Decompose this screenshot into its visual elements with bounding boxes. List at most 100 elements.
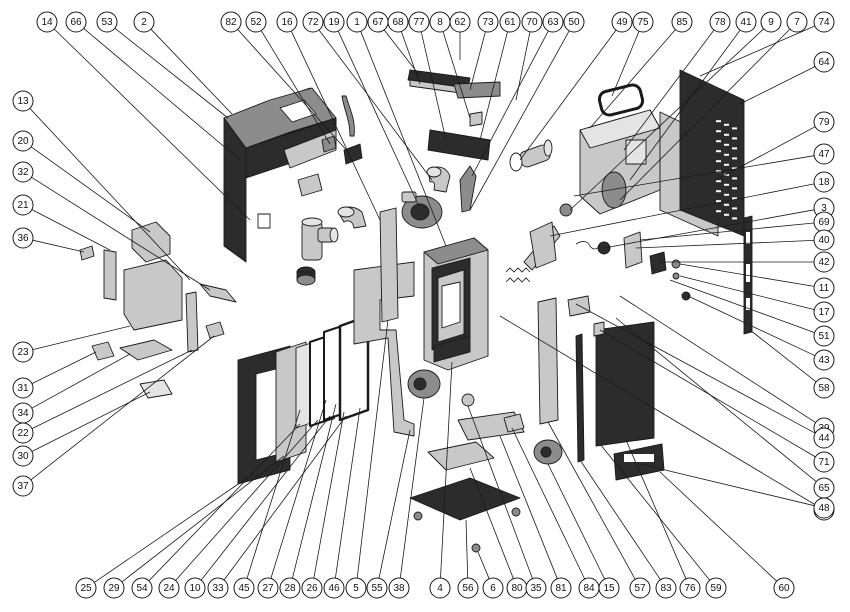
tray-34 <box>119 339 173 361</box>
leader-line-82 <box>237 29 351 155</box>
callout-24: 24 <box>158 577 180 599</box>
leader-line-27 <box>270 399 327 579</box>
callout-circle <box>301 577 323 599</box>
leader-line-43 <box>687 295 816 357</box>
callout-51: 51 <box>813 325 835 347</box>
part-35 <box>461 393 475 407</box>
callout-circle <box>709 11 731 33</box>
ignition-part <box>459 165 477 213</box>
leader-line-1 <box>360 31 447 247</box>
callout-circle <box>279 577 301 599</box>
leader-line-74 <box>699 25 815 77</box>
leader-line-21 <box>31 209 111 251</box>
callout-55: 55 <box>366 577 388 599</box>
perforation-slot <box>732 147 737 150</box>
callout-circle <box>813 11 835 33</box>
callout-circle <box>158 577 180 599</box>
leader-line-37 <box>30 335 215 481</box>
perforation-slot <box>724 203 729 206</box>
callout-37: 37 <box>12 475 34 497</box>
callout-44: 44 <box>813 427 835 449</box>
callout-45: 45 <box>233 577 255 599</box>
leader-line-58 <box>749 329 817 383</box>
leader-line-25 <box>94 475 251 583</box>
callout-56: 56 <box>457 577 479 599</box>
leader-line-64 <box>739 66 816 105</box>
callout-circle <box>655 577 677 599</box>
perforation-slot <box>716 170 721 173</box>
callout-number: 55 <box>371 583 383 594</box>
callout-circle <box>611 11 633 33</box>
callout-circle <box>103 577 125 599</box>
foot <box>413 511 423 521</box>
small-part-71 <box>593 321 605 337</box>
leader-line-57 <box>547 421 636 580</box>
callout-number: 62 <box>454 17 466 28</box>
callout-58: 58 <box>813 377 835 399</box>
leader-line-72 <box>318 29 433 181</box>
callout-number: 26 <box>306 583 318 594</box>
callout-52: 52 <box>245 11 267 33</box>
callout-number: 15 <box>603 583 615 594</box>
callout-number: 36 <box>17 233 29 244</box>
leader-line-41 <box>629 29 741 181</box>
callout-number: 13 <box>17 96 29 107</box>
callout-circle <box>65 11 87 33</box>
callout-circle <box>346 11 368 33</box>
callout-number: 45 <box>238 583 250 594</box>
callout-46: 46 <box>323 577 345 599</box>
perforation-slot <box>732 127 737 130</box>
leader-line-11 <box>679 263 815 287</box>
part-31 <box>91 341 115 361</box>
callout-number: 30 <box>17 451 29 462</box>
leader-line-36 <box>32 239 85 253</box>
leader-line-45 <box>246 409 301 579</box>
callout-42: 42 <box>813 251 835 273</box>
perforation-slot <box>716 200 721 203</box>
callout-number: 47 <box>818 149 830 160</box>
callout-circle <box>813 51 835 73</box>
callout-78: 78 <box>709 11 731 33</box>
callout-72: 72 <box>302 11 324 33</box>
perforation-slot <box>732 157 737 160</box>
base-56 <box>409 477 521 521</box>
callout-number: 81 <box>555 583 567 594</box>
callout-number: 75 <box>637 17 649 28</box>
leader-line-26 <box>313 411 345 579</box>
leader-line-84 <box>511 427 586 580</box>
leader-line-13 <box>29 108 191 281</box>
callout-number: 53 <box>101 17 113 28</box>
callout-number: 57 <box>634 583 646 594</box>
perforation-slot <box>732 167 737 170</box>
leader-line-56 <box>465 519 469 579</box>
callout-circle <box>813 497 835 519</box>
callout-77: 77 <box>408 11 430 33</box>
perforation-slot <box>716 160 721 163</box>
leader-line-65 <box>615 317 817 483</box>
callout-circle <box>12 377 34 399</box>
callout-number: 35 <box>530 583 542 594</box>
callout-circle <box>813 171 835 193</box>
leader-line-18 <box>549 183 815 237</box>
leader-line-78 <box>623 29 715 151</box>
callout-circle <box>813 451 835 473</box>
perforation-slot <box>716 130 721 133</box>
callout-number: 79 <box>818 117 830 128</box>
leader-line-52 <box>260 30 331 145</box>
spring-wire <box>575 241 601 250</box>
bracket-under-casing <box>297 173 323 197</box>
perforation-slot <box>724 143 729 146</box>
callout-circle <box>671 11 693 33</box>
perforation-slot <box>716 210 721 213</box>
rod-83 <box>575 333 585 463</box>
plate-80 <box>427 441 495 471</box>
perforation-slot <box>732 137 737 140</box>
callout-number: 71 <box>818 457 830 468</box>
callout-71: 71 <box>813 451 835 473</box>
leader-line-32 <box>31 176 211 291</box>
callout-1: 1 <box>346 11 368 33</box>
bracket-84 <box>503 413 525 433</box>
callout-53: 53 <box>96 11 118 33</box>
leader-line-50 <box>469 30 570 211</box>
